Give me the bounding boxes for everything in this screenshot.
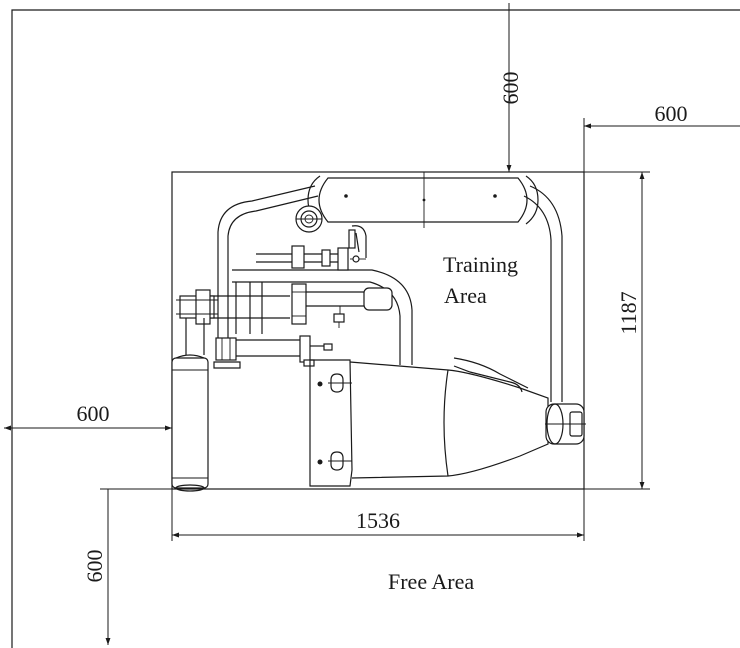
dimension-left-value: 600 — [77, 401, 110, 426]
dimension-bottom: 600 — [82, 488, 172, 645]
training-area-rect — [171, 171, 585, 490]
dimension-right-value: 600 — [655, 101, 688, 126]
dimension-depth: 1187 — [584, 171, 650, 490]
weight-stack — [171, 354, 209, 492]
pivot-hub — [545, 403, 586, 445]
dimension-top: 600 — [498, 3, 523, 172]
dimension-left: 600 — [4, 401, 172, 431]
weight-clamp — [176, 289, 218, 355]
free-area-label: Free Area — [388, 569, 474, 594]
seat-base-plate — [309, 359, 353, 487]
dimension-width-value: 1536 — [356, 508, 400, 533]
free-area-boundary — [11, 9, 740, 648]
dimension-bottom-value: 600 — [82, 550, 107, 583]
top-pad — [307, 172, 539, 228]
training-area-label-line1: Training — [443, 252, 518, 277]
dimension-right: 600 — [583, 101, 740, 172]
machine-drawing — [171, 172, 586, 492]
dimension-top-value: 600 — [498, 72, 523, 105]
training-area-label-line2: Area — [444, 283, 487, 308]
adjust-knob-top — [295, 205, 323, 233]
dimension-width: 1536 — [171, 489, 585, 541]
dimension-depth-value: 1187 — [616, 291, 641, 334]
seat-pad — [349, 357, 549, 479]
